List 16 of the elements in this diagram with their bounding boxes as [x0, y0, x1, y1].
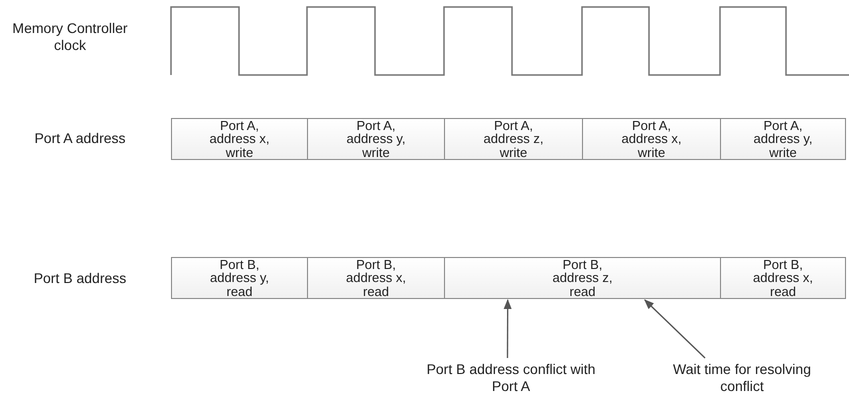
arrow: [644, 299, 706, 358]
row-label: Port B address: [32, 270, 128, 287]
timing-cell: Port A, address x, write: [171, 118, 308, 160]
arrow: [504, 299, 512, 358]
timing-cell: Port B, address x, read: [720, 257, 846, 299]
timing-cell: Port A, address z, write: [444, 118, 583, 160]
timing-cell: Port A, address x, write: [582, 118, 721, 160]
timing-cell: Port B, address z, read: [444, 257, 721, 299]
timing-cell: Port A, address y, write: [307, 118, 445, 160]
annotation-text: Wait time for resolving conflict: [658, 361, 826, 395]
row-label: Port A address: [33, 130, 127, 147]
row-label: Memory Controller clock: [11, 20, 129, 54]
annotation-text: Port B address conflict with Port A: [423, 361, 599, 395]
timing-cell: Port B, address x, read: [307, 257, 445, 299]
timing-cell: Port A, address y, write: [720, 118, 846, 160]
timing-cell: Port B, address y, read: [171, 257, 308, 299]
